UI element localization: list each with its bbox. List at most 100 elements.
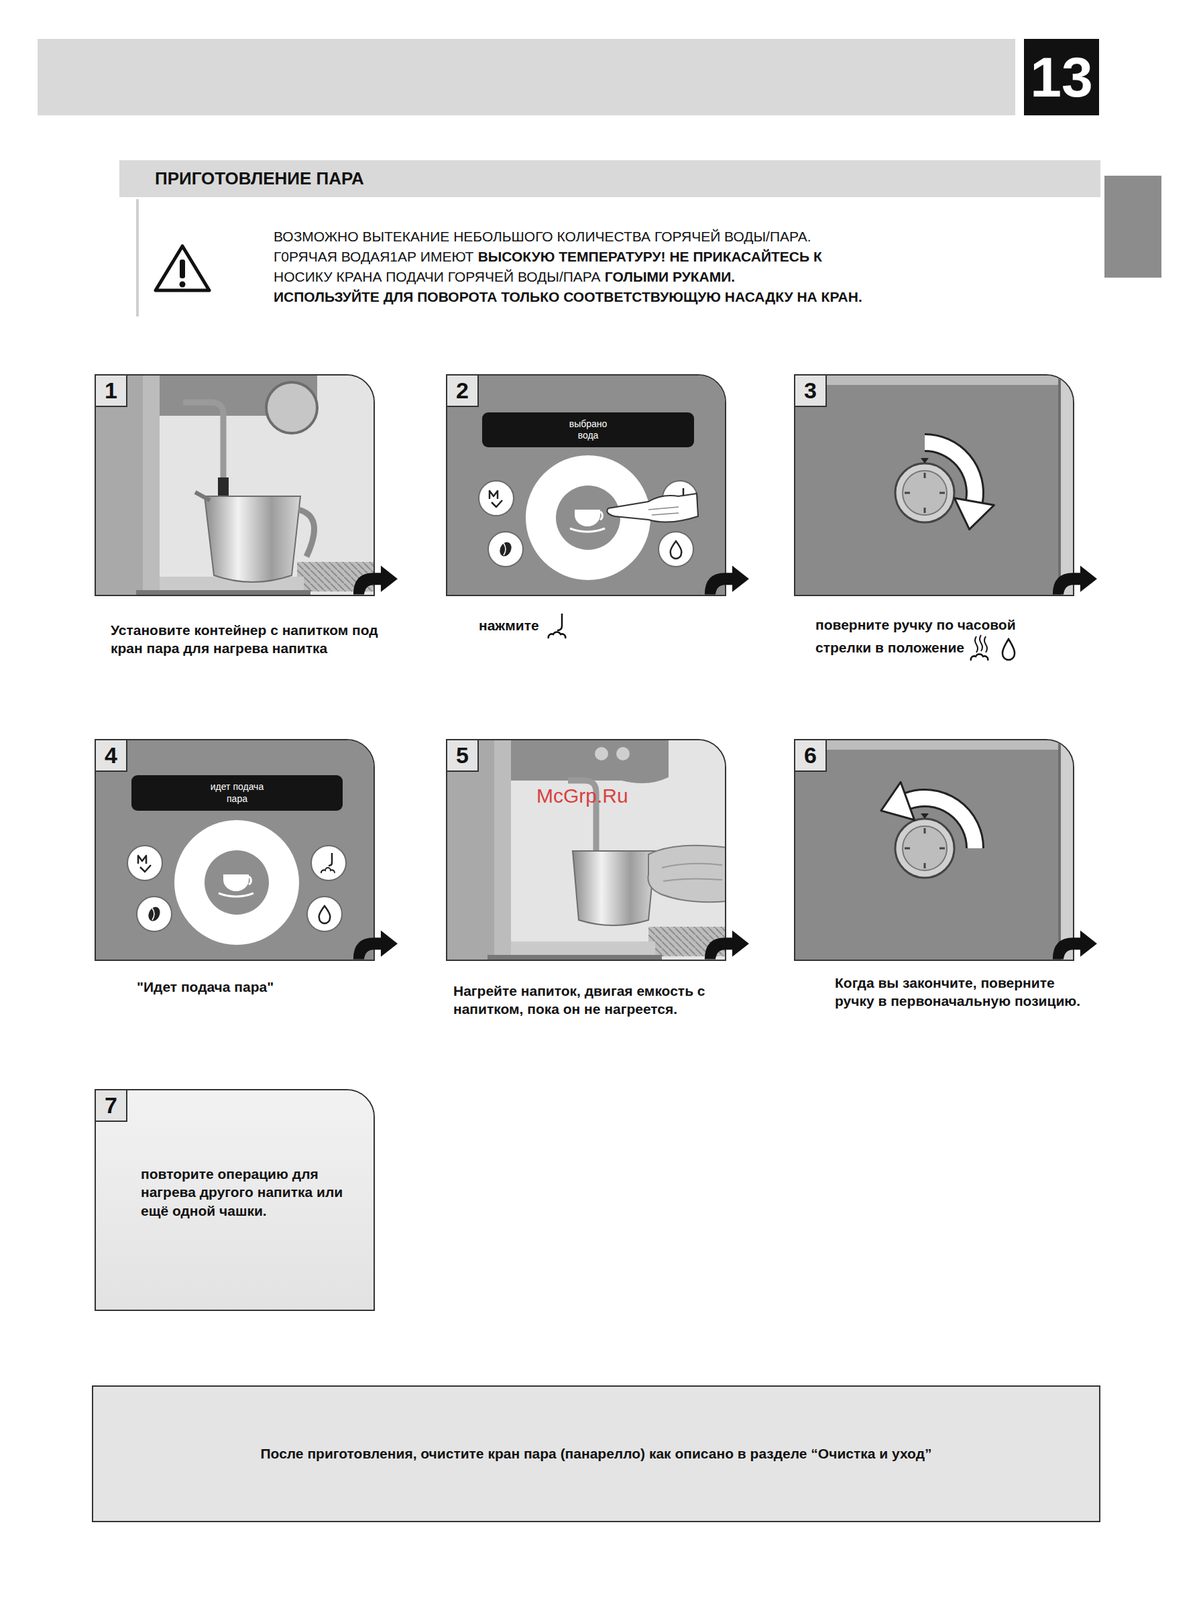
illustration-circle <box>555 485 621 550</box>
step-panel: 3поверните ручку по часовой стрелки в по… <box>793 374 1075 597</box>
illustration-path <box>1052 565 1098 595</box>
illustration-rect <box>795 375 1073 595</box>
illustration-path <box>204 496 301 583</box>
illustration-rect <box>795 740 1073 960</box>
illustration-path <box>572 850 656 926</box>
illustration-rect <box>179 259 186 279</box>
display-screen: выбрано вода <box>482 412 695 448</box>
illustration-path <box>223 874 249 892</box>
illustration-path <box>661 863 723 882</box>
caption-text: нажмите <box>478 617 540 634</box>
page-number-box: 13 <box>1023 38 1100 116</box>
caption-text: Нагрейте напиток, двигая емкость с напит… <box>453 983 706 1017</box>
dark-text: 13 <box>1030 48 1093 106</box>
step-panel: 7 повторите операцию для нагрева другого … <box>94 1089 375 1311</box>
illustration-svg <box>795 740 1073 960</box>
illustration-svg <box>447 740 725 960</box>
illustration-rect <box>136 590 311 595</box>
illustration-svg <box>1048 928 1100 962</box>
step-number: 4 <box>94 738 128 772</box>
illustration-path <box>670 541 682 559</box>
illustration-svg <box>795 375 1073 595</box>
illustration-circle <box>307 896 342 932</box>
illustration-circle <box>902 826 947 871</box>
illustration-svg <box>968 633 1022 664</box>
illustration-rect <box>95 375 374 595</box>
warning-phrase: Г0РЯЧАЯ ВОДАЯ1АР ИМЕЮТ <box>273 248 474 265</box>
panel-illustration <box>95 1090 374 1310</box>
illustration-polygon <box>920 458 929 464</box>
illustration-path <box>218 893 254 897</box>
panel-illustration <box>95 740 374 960</box>
warning-rule <box>136 199 139 317</box>
warning-line: ВОЗМОЖНО ВЫТЕКАНИЕ НЕБОЛЬШОГО КОЛИЧЕСТВА… <box>273 226 867 247</box>
illustration-path <box>970 654 988 662</box>
warning-phrase: ГОЛЫМИ РУКАМИ. <box>604 268 735 285</box>
footer-text: После приготовления, очистите кран пара … <box>260 1445 932 1462</box>
panel-illustration <box>95 375 374 595</box>
illustration-path <box>138 855 147 864</box>
illustration-path <box>600 511 603 520</box>
illustration-rect <box>447 740 725 960</box>
step-panel: 6Когда вы закончите, поверните ручку в п… <box>793 738 1075 961</box>
illustration-rect <box>447 375 725 595</box>
step-caption: повторите операцию для нагрева другого н… <box>140 1164 356 1220</box>
next-arrow <box>1048 563 1100 597</box>
watermark: McGrp.Ru <box>536 784 629 808</box>
note-box: После приготовления, очистите кран пара … <box>91 1385 1101 1523</box>
illustration-svg <box>95 740 374 960</box>
illustration-circle <box>204 850 269 915</box>
illustration-path <box>321 867 335 874</box>
illustration-circle <box>266 382 318 434</box>
band-text: ПРИГОТОВЛЕНИЕ ПАРА <box>154 168 365 190</box>
next-arrow <box>349 563 401 597</box>
illustration-path <box>447 740 511 960</box>
next-arrow <box>700 563 752 597</box>
illustration-rect <box>1058 740 1061 960</box>
illustration-rect <box>95 1090 374 1310</box>
step-panel: 5Нагрейте напиток, двигая емкость с напи… <box>445 738 727 961</box>
illustration-path <box>328 852 332 866</box>
next-arrow <box>349 928 401 962</box>
warning-line: НОСИКУ КРАНА ПОДАЧИ ГОРЯЧЕЙ ВОДЫ/ПАРАГОЛ… <box>273 266 867 288</box>
illustration-path <box>353 930 398 960</box>
illustration-path <box>574 509 601 527</box>
step-caption: нажмите <box>478 611 640 642</box>
display-text: выбрано вода <box>562 418 614 442</box>
illustration-path <box>140 865 151 872</box>
illustration-path <box>152 907 155 921</box>
illustration-circle <box>658 531 694 567</box>
illustration-path <box>569 528 605 532</box>
illustration-path <box>704 930 750 960</box>
step-number: 7 <box>94 1089 128 1122</box>
illustration-path <box>142 375 160 595</box>
panel-illustration <box>795 740 1073 960</box>
warning-triangle <box>152 242 212 295</box>
illustration-svg <box>700 928 752 962</box>
illustration-circle <box>594 747 609 761</box>
illustration-svg <box>95 1090 374 1310</box>
illustration-circle <box>895 818 955 878</box>
illustration-circle <box>179 281 186 288</box>
illustration-svg <box>700 563 752 597</box>
caption-text: повторите операцию для нагрева другого н… <box>140 1166 343 1219</box>
warning-icon <box>152 242 212 295</box>
illustration-path <box>489 490 498 499</box>
illustration-path <box>510 740 669 784</box>
panel-illustration <box>447 740 725 960</box>
caption-text: поверните ручку по часовой стрелки в пол… <box>815 616 1016 656</box>
display-text: идет подача пара <box>205 781 270 805</box>
illustration-path <box>319 905 331 924</box>
illustration-ellipse <box>497 540 514 559</box>
illustration-path <box>648 506 679 516</box>
illustration-path <box>704 565 750 595</box>
illustration-rect <box>217 477 229 498</box>
warning-phrase: ВЫСОКУЮ ТЕМПЕРАТУРУ! НЕ ПРИКАСАЙТЕСЬ К <box>478 248 823 265</box>
illustration-path <box>1002 639 1015 660</box>
illustration-circle <box>478 480 514 516</box>
step-number: 6 <box>793 738 827 772</box>
illustration-path <box>298 509 315 557</box>
illustration-rect <box>795 375 1073 385</box>
illustration-path <box>904 472 945 513</box>
step-caption: Нагрейте напиток, двигая емкость с напит… <box>453 981 735 1019</box>
